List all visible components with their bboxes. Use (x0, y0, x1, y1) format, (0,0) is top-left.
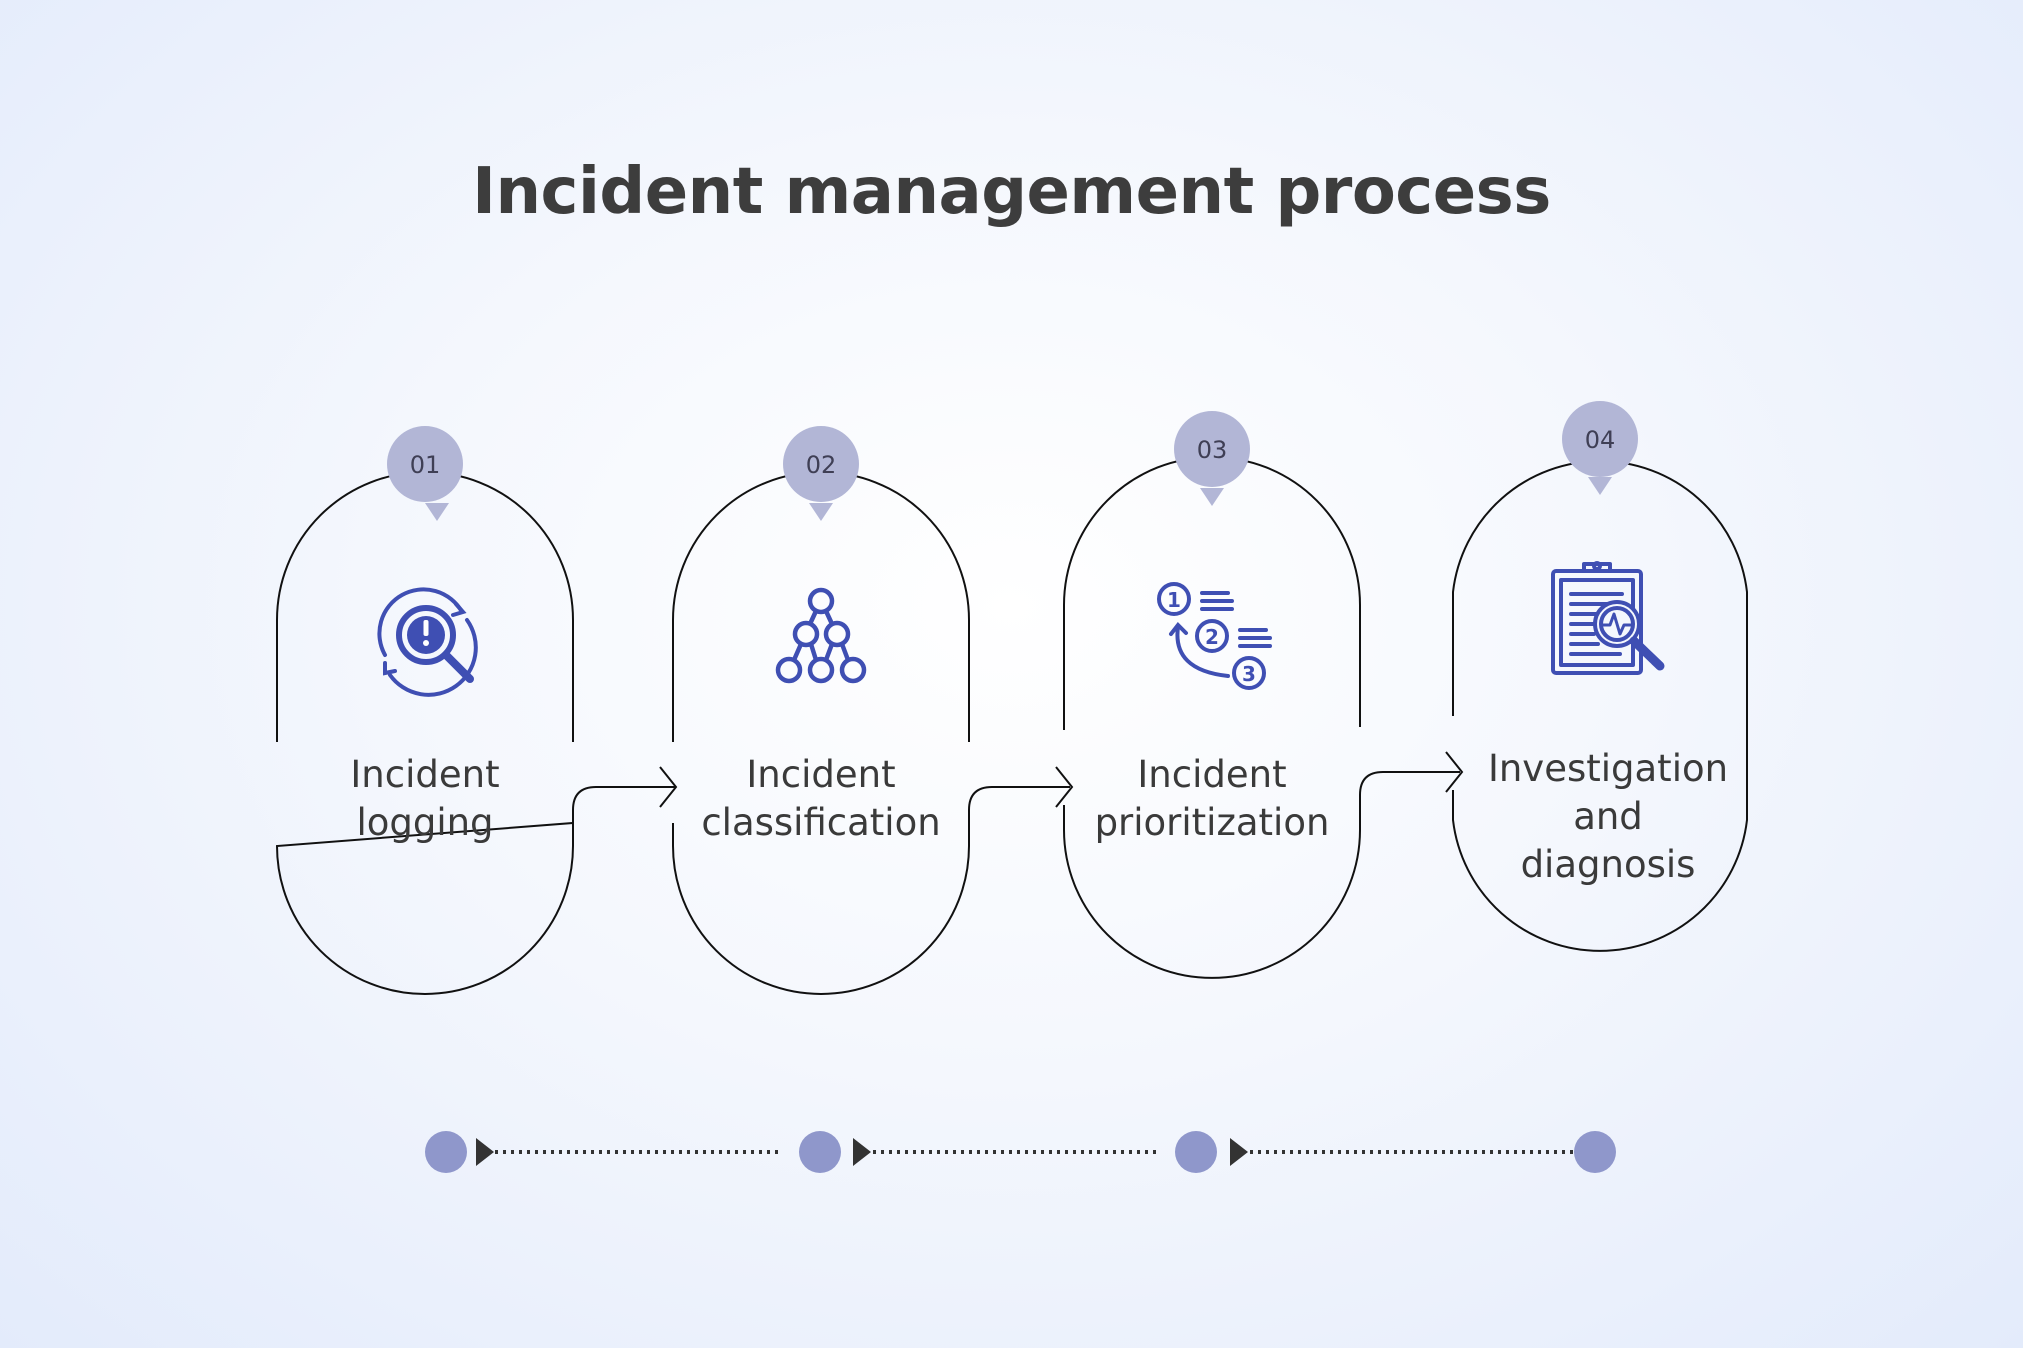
connector-3-4-arrowhead (1445, 751, 1464, 793)
step-3-label: Incident prioritization (1062, 751, 1362, 847)
step-2-badge: 02 (783, 426, 859, 521)
step-1-label: Incident logging (275, 751, 575, 847)
timeline (425, 1131, 1616, 1173)
step-4-label-line-3: diagnosis (1520, 843, 1696, 886)
step-3-badge: 03 (1174, 411, 1250, 506)
clipboard-diagnosis-icon (1551, 561, 1665, 675)
timeline-dot-1 (425, 1131, 467, 1173)
step-2-capsule (672, 471, 970, 995)
step-1-capsule (275, 471, 574, 995)
step-3-label-line-2: prioritization (1094, 801, 1330, 844)
step-4-label-line-2: and (1573, 795, 1643, 838)
step-4-number: 04 (1585, 426, 1616, 454)
step-1-label-line-1: Incident (350, 753, 500, 796)
connector-1-2-arrowhead (659, 766, 678, 808)
priority-list-icon: 1 2 3 (1157, 582, 1272, 690)
step-2-label-line-1: Incident (746, 753, 896, 796)
step-2-number: 02 (806, 451, 837, 479)
step-3-capsule (1063, 456, 1361, 979)
step-4-label: Investigation and diagnosis (1458, 745, 1758, 889)
step-4-badge: 04 (1562, 401, 1638, 495)
magnifier-alert-icon (377, 587, 478, 697)
svg-text:1: 1 (1167, 588, 1181, 612)
svg-text:3: 3 (1242, 662, 1256, 686)
timeline-dot-2 (799, 1131, 841, 1173)
timeline-arrow-3 (1230, 1138, 1248, 1166)
step-1-badge: 01 (387, 426, 463, 521)
timeline-dot-4 (1574, 1131, 1616, 1173)
timeline-dot-3 (1175, 1131, 1217, 1173)
step-3-label-line-1: Incident (1137, 753, 1287, 796)
step-2-label: Incident classification (671, 751, 971, 847)
connector-2-3 (968, 786, 1070, 823)
step-2-label-line-2: classification (701, 801, 941, 844)
hierarchy-icon (775, 587, 867, 684)
step-4-label-line-1: Investigation (1487, 747, 1729, 790)
connector-1-2 (572, 786, 675, 823)
timeline-arrow-2 (853, 1138, 871, 1166)
step-4-capsule (1452, 460, 1748, 952)
timeline-arrow-1 (476, 1138, 494, 1166)
step-1-label-line-2: logging (356, 801, 494, 844)
svg-text:2: 2 (1205, 625, 1219, 649)
step-3-number: 03 (1197, 436, 1228, 464)
step-1-number: 01 (410, 451, 441, 479)
page-title: Incident management process (472, 155, 1551, 229)
connector-3-4 (1359, 771, 1460, 805)
connector-2-3-arrowhead (1055, 766, 1074, 808)
